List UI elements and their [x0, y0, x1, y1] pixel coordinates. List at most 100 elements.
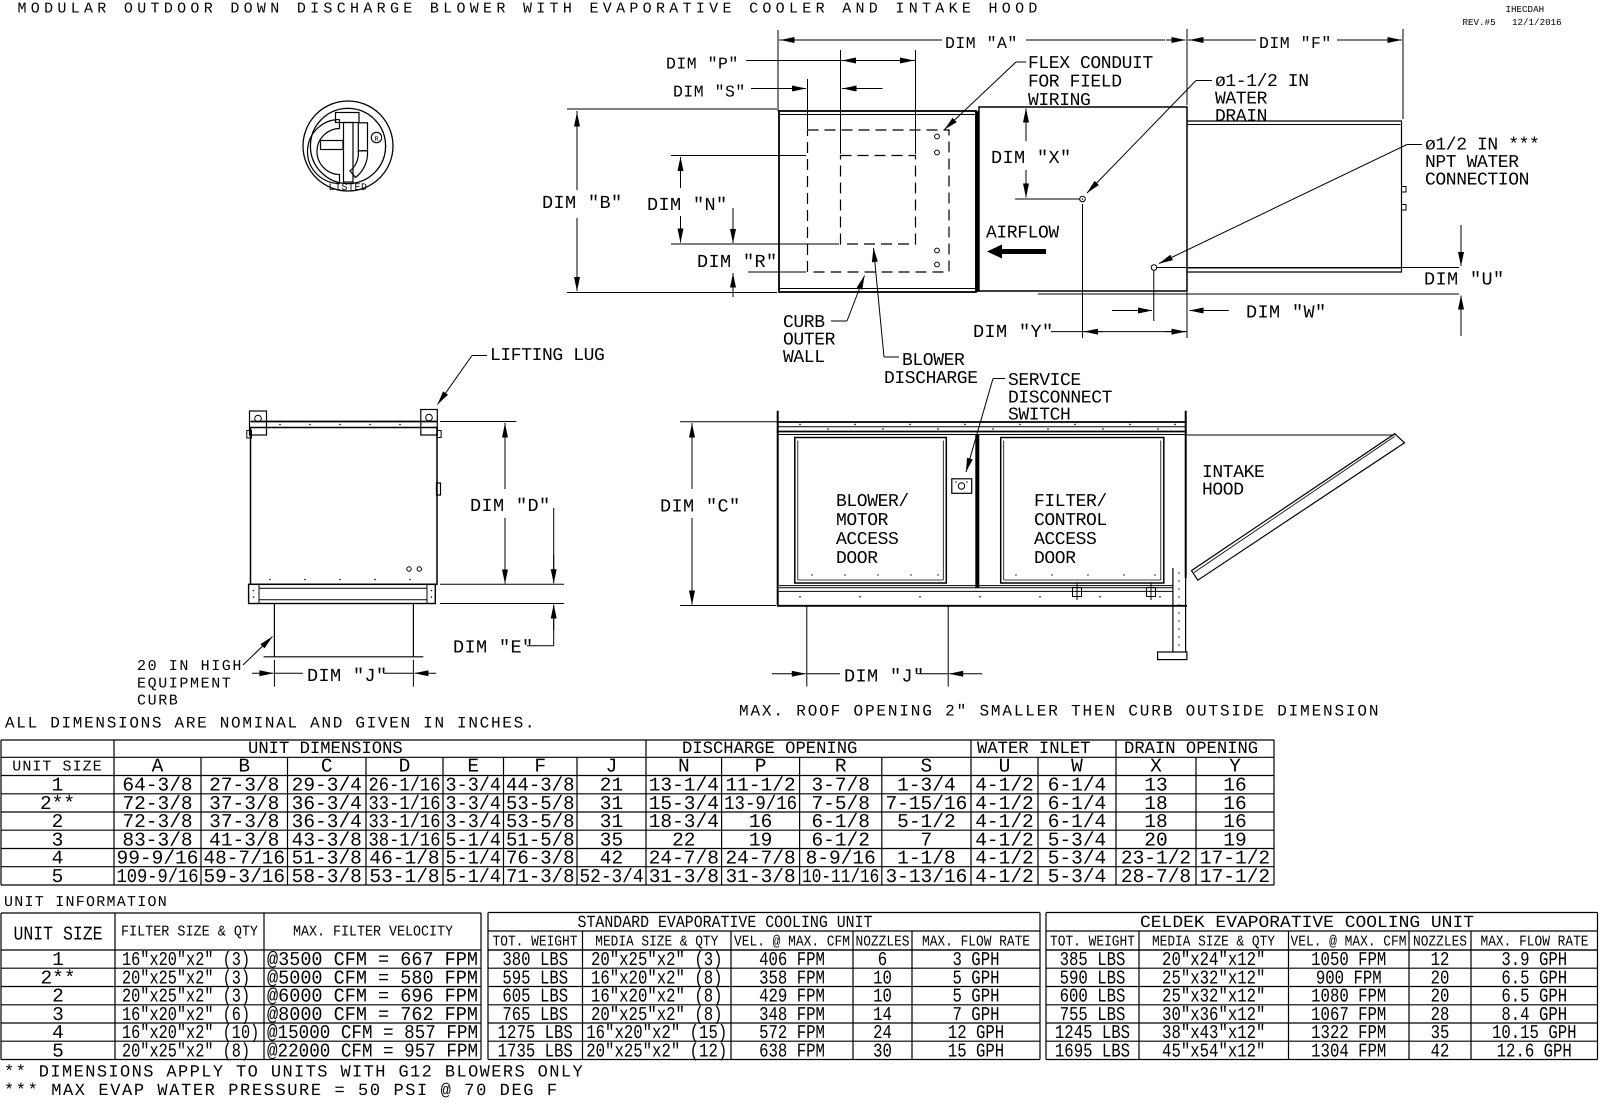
svg-text:22: 22	[672, 829, 695, 851]
svg-text:11-1/2: 11-1/2	[725, 775, 795, 797]
svg-text:72-3/8: 72-3/8	[122, 793, 192, 815]
svg-text:3-3/4: 3-3/4	[446, 793, 502, 815]
svg-text:12: 12	[1431, 949, 1450, 971]
svg-text:3: 3	[52, 1004, 64, 1026]
svg-text:31: 31	[600, 811, 623, 833]
svg-text:MEDIA SIZE & QTY: MEDIA SIZE & QTY	[1152, 934, 1275, 951]
svg-text:36-3/4: 36-3/4	[292, 793, 362, 815]
svg-text:7-5/8: 7-5/8	[811, 793, 870, 815]
svg-text:16: 16	[1223, 775, 1246, 797]
svg-text:W: W	[1071, 756, 1083, 778]
svg-text:@6000 CFM = 696 FPM: @6000 CFM = 696 FPM	[267, 986, 478, 1008]
svg-text:DIM "X": DIM "X"	[991, 148, 1072, 169]
svg-text:26-1/16: 26-1/16	[369, 775, 441, 797]
svg-text:5-1/4: 5-1/4	[446, 848, 502, 870]
svg-text:46-1/8: 46-1/8	[369, 848, 439, 870]
svg-text:DIM "B": DIM "B"	[542, 193, 623, 214]
svg-text:12 GPH: 12 GPH	[948, 1022, 1004, 1044]
svg-text:6-1/2: 6-1/2	[811, 829, 870, 851]
svg-text:29-3/4: 29-3/4	[292, 775, 362, 797]
svg-text:6-1/4: 6-1/4	[1048, 793, 1107, 815]
svg-text:52-3/4: 52-3/4	[580, 866, 644, 888]
svg-text:CONNECTION: CONNECTION	[1425, 171, 1529, 191]
svg-text:NOZZLES: NOZZLES	[856, 934, 910, 951]
svg-text:19: 19	[1223, 829, 1246, 851]
svg-text:ACCESS: ACCESS	[836, 530, 898, 550]
svg-text:NOZZLES: NOZZLES	[1413, 934, 1467, 951]
svg-text:2: 2	[52, 986, 64, 1008]
svg-text:@22000 CFM = 957 FPM: @22000 CFM = 957 FPM	[267, 1040, 478, 1062]
svg-text:DOOR: DOOR	[1034, 549, 1076, 569]
svg-text:CELDEK EVAPORATIVE COOLING UNI: CELDEK EVAPORATIVE COOLING UNIT	[1140, 914, 1474, 933]
svg-text:13-9/16: 13-9/16	[724, 793, 797, 815]
svg-text:358 FPM: 358 FPM	[759, 967, 825, 989]
svg-text:INTAKE: INTAKE	[1202, 463, 1264, 483]
svg-text:24-7/8: 24-7/8	[649, 848, 719, 870]
svg-text:3-7/8: 3-7/8	[811, 775, 870, 797]
svg-text:SWITCH: SWITCH	[1008, 406, 1070, 426]
svg-text:WIRING: WIRING	[1028, 91, 1090, 111]
svg-text:71-3/8: 71-3/8	[506, 866, 575, 888]
svg-text:20"x25"x2" (3): 20"x25"x2" (3)	[591, 949, 723, 971]
svg-text:3-3/4: 3-3/4	[446, 775, 502, 797]
svg-text:19: 19	[749, 829, 772, 851]
svg-text:20"x25"x2" (8): 20"x25"x2" (8)	[122, 1040, 250, 1062]
svg-text:C: C	[321, 756, 333, 778]
svg-text:13-1/4: 13-1/4	[649, 775, 719, 797]
svg-text:P: P	[755, 756, 767, 778]
svg-text:12.6 GPH: 12.6 GPH	[1497, 1040, 1572, 1062]
svg-text:33-1/16: 33-1/16	[369, 811, 441, 833]
svg-text:8.4 GPH: 8.4 GPH	[1501, 1004, 1567, 1026]
svg-text:B: B	[238, 756, 250, 778]
svg-text:10: 10	[873, 986, 892, 1008]
svg-text:OUTER: OUTER	[783, 331, 836, 351]
svg-text:DIM "P": DIM "P"	[666, 55, 739, 74]
svg-text:DIM "N": DIM "N"	[647, 195, 728, 216]
svg-text:1322 FPM: 1322 FPM	[1311, 1022, 1386, 1044]
svg-text:DIM "W": DIM "W"	[1246, 303, 1327, 324]
svg-text:LIFTING LUG: LIFTING LUG	[490, 346, 604, 366]
svg-text:20"x24"x12": 20"x24"x12"	[1162, 949, 1265, 971]
svg-text:A: A	[152, 756, 164, 778]
svg-text:FLEX CONDUIT: FLEX CONDUIT	[1028, 54, 1153, 74]
svg-text:605 LBS: 605 LBS	[502, 986, 568, 1008]
svg-text:20"x25"x2" (3): 20"x25"x2" (3)	[122, 967, 250, 989]
svg-text:33-1/16: 33-1/16	[369, 793, 441, 815]
svg-text:10-11/16: 10-11/16	[802, 866, 879, 888]
svg-text:53-5/8: 53-5/8	[506, 793, 575, 815]
svg-text:572 FPM: 572 FPM	[759, 1022, 825, 1044]
svg-text:16"x20"x2" (8): 16"x20"x2" (8)	[591, 986, 723, 1008]
svg-text:10.15 GPH: 10.15 GPH	[1492, 1022, 1577, 1044]
svg-text:638 FPM: 638 FPM	[759, 1040, 825, 1062]
svg-text:DIM "F": DIM "F"	[1259, 34, 1332, 53]
svg-text:20 IN HIGH: 20 IN HIGH	[137, 658, 243, 675]
svg-text:51-3/8: 51-3/8	[292, 848, 362, 870]
svg-text:1080 FPM: 1080 FPM	[1311, 986, 1386, 1008]
svg-text:DRAIN OPENING: DRAIN OPENING	[1124, 740, 1258, 759]
svg-text:20: 20	[1431, 986, 1450, 1008]
svg-text:IHECDAH: IHECDAH	[1506, 4, 1545, 15]
svg-text:3-3/4: 3-3/4	[446, 811, 502, 833]
svg-text:1304 FPM: 1304 FPM	[1311, 1040, 1386, 1062]
svg-text:1: 1	[52, 949, 64, 971]
svg-text:DIM "J": DIM "J"	[307, 666, 388, 687]
svg-text:DRAIN: DRAIN	[1215, 107, 1267, 127]
svg-text:N: N	[678, 756, 690, 778]
svg-text:ø1/2 IN ***: ø1/2 IN ***	[1425, 136, 1539, 156]
svg-text:DIM "U": DIM "U"	[1424, 270, 1505, 291]
svg-text:76-3/8: 76-3/8	[506, 848, 575, 870]
svg-text:5-3/4: 5-3/4	[1048, 848, 1107, 870]
svg-text:DISCHARGE OPENING: DISCHARGE OPENING	[682, 740, 857, 759]
svg-text:UNIT SIZE: UNIT SIZE	[12, 759, 102, 776]
svg-text:6.5 GPH: 6.5 GPH	[1501, 967, 1567, 989]
svg-text:15-3/4: 15-3/4	[649, 793, 719, 815]
svg-text:1735 LBS: 1735 LBS	[498, 1040, 573, 1062]
svg-text:STANDARD EVAPORATIVE COOLING U: STANDARD EVAPORATIVE COOLING UNIT	[578, 914, 873, 933]
svg-text:TOT. WEIGHT: TOT. WEIGHT	[1050, 934, 1135, 951]
svg-text:3 GPH: 3 GPH	[953, 949, 1000, 971]
svg-text:2**: 2**	[40, 793, 75, 815]
svg-text:16: 16	[1223, 793, 1246, 815]
svg-text:LISTED: LISTED	[328, 183, 367, 194]
svg-text:MOTOR: MOTOR	[836, 511, 889, 531]
svg-text:15 GPH: 15 GPH	[948, 1040, 1004, 1062]
